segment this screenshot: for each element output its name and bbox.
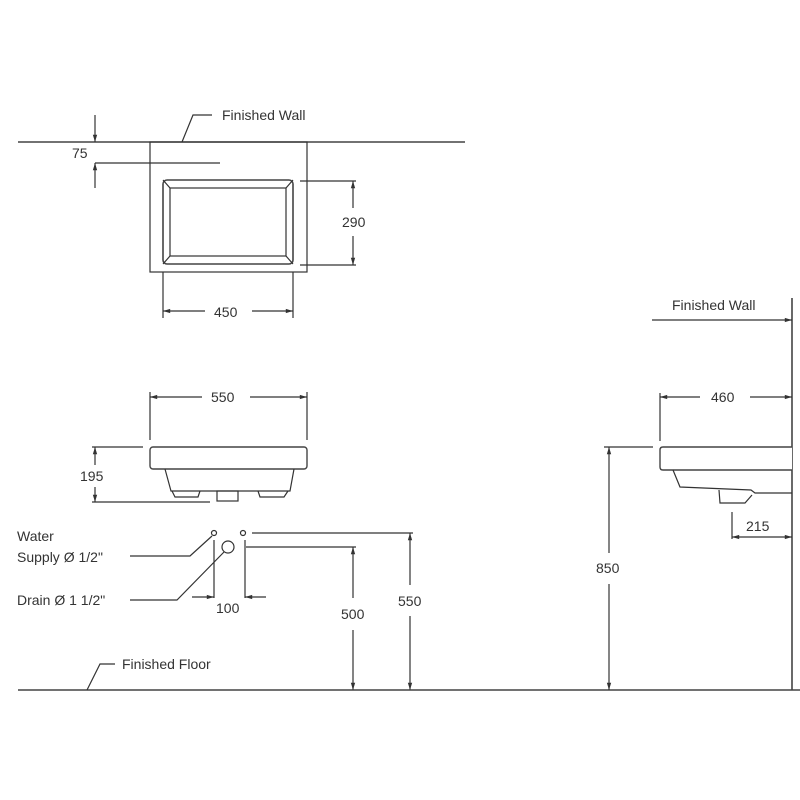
dim-550-supply-label: 550 [398,593,422,609]
dim-195-label: 195 [80,468,104,484]
dim-460-label: 460 [711,389,735,405]
basin-feet [171,490,289,498]
drain-icon [221,540,235,554]
drain-outlet-front [216,490,239,502]
dim-75-label: 75 [72,145,88,161]
water-supply-left-icon [210,529,218,537]
basin-outline-top [149,141,308,273]
top-view: Finished Wall 75 290 450 [18,107,465,320]
dim-500-label: 500 [341,606,365,622]
finished-floor-label: Finished Floor [122,656,211,672]
finished-floor-leader [86,663,115,691]
water-supply-leader [130,535,213,557]
basin-rim-front [149,446,308,470]
dim-100-label: 100 [216,600,240,616]
basin-bowl-side [672,469,792,494]
dim-450-label: 450 [214,304,238,320]
side-view: Finished Wall 460 215 850 [596,297,793,691]
bowl-outline-outer [162,179,294,265]
basin-bowl-front [164,468,295,492]
water-supply-label-line2: Supply Ø 1/2" [17,549,103,565]
dim-550-width-label: 550 [211,389,235,405]
drain-leader [130,551,225,601]
bowl-bevel [162,179,294,265]
water-supply-right-icon [239,529,247,537]
finished-wall-leader [181,114,212,143]
basin-rim-side [659,446,792,471]
side-finished-wall-label: Finished Wall [672,297,756,313]
dim-215-label: 215 [746,518,770,534]
water-supply-label-line1: Water [17,528,54,544]
finished-wall-label: Finished Wall [222,107,306,123]
dim-290-label: 290 [342,214,366,230]
bowl-outline-inner [169,187,287,257]
dim-850-label: 850 [596,560,620,576]
front-view: 550 195 Water Supply Ø 1/2" Drain Ø 1 1/… [17,389,800,691]
drain-label: Drain Ø 1 1/2" [17,592,105,608]
drain-outlet-side [718,489,753,504]
